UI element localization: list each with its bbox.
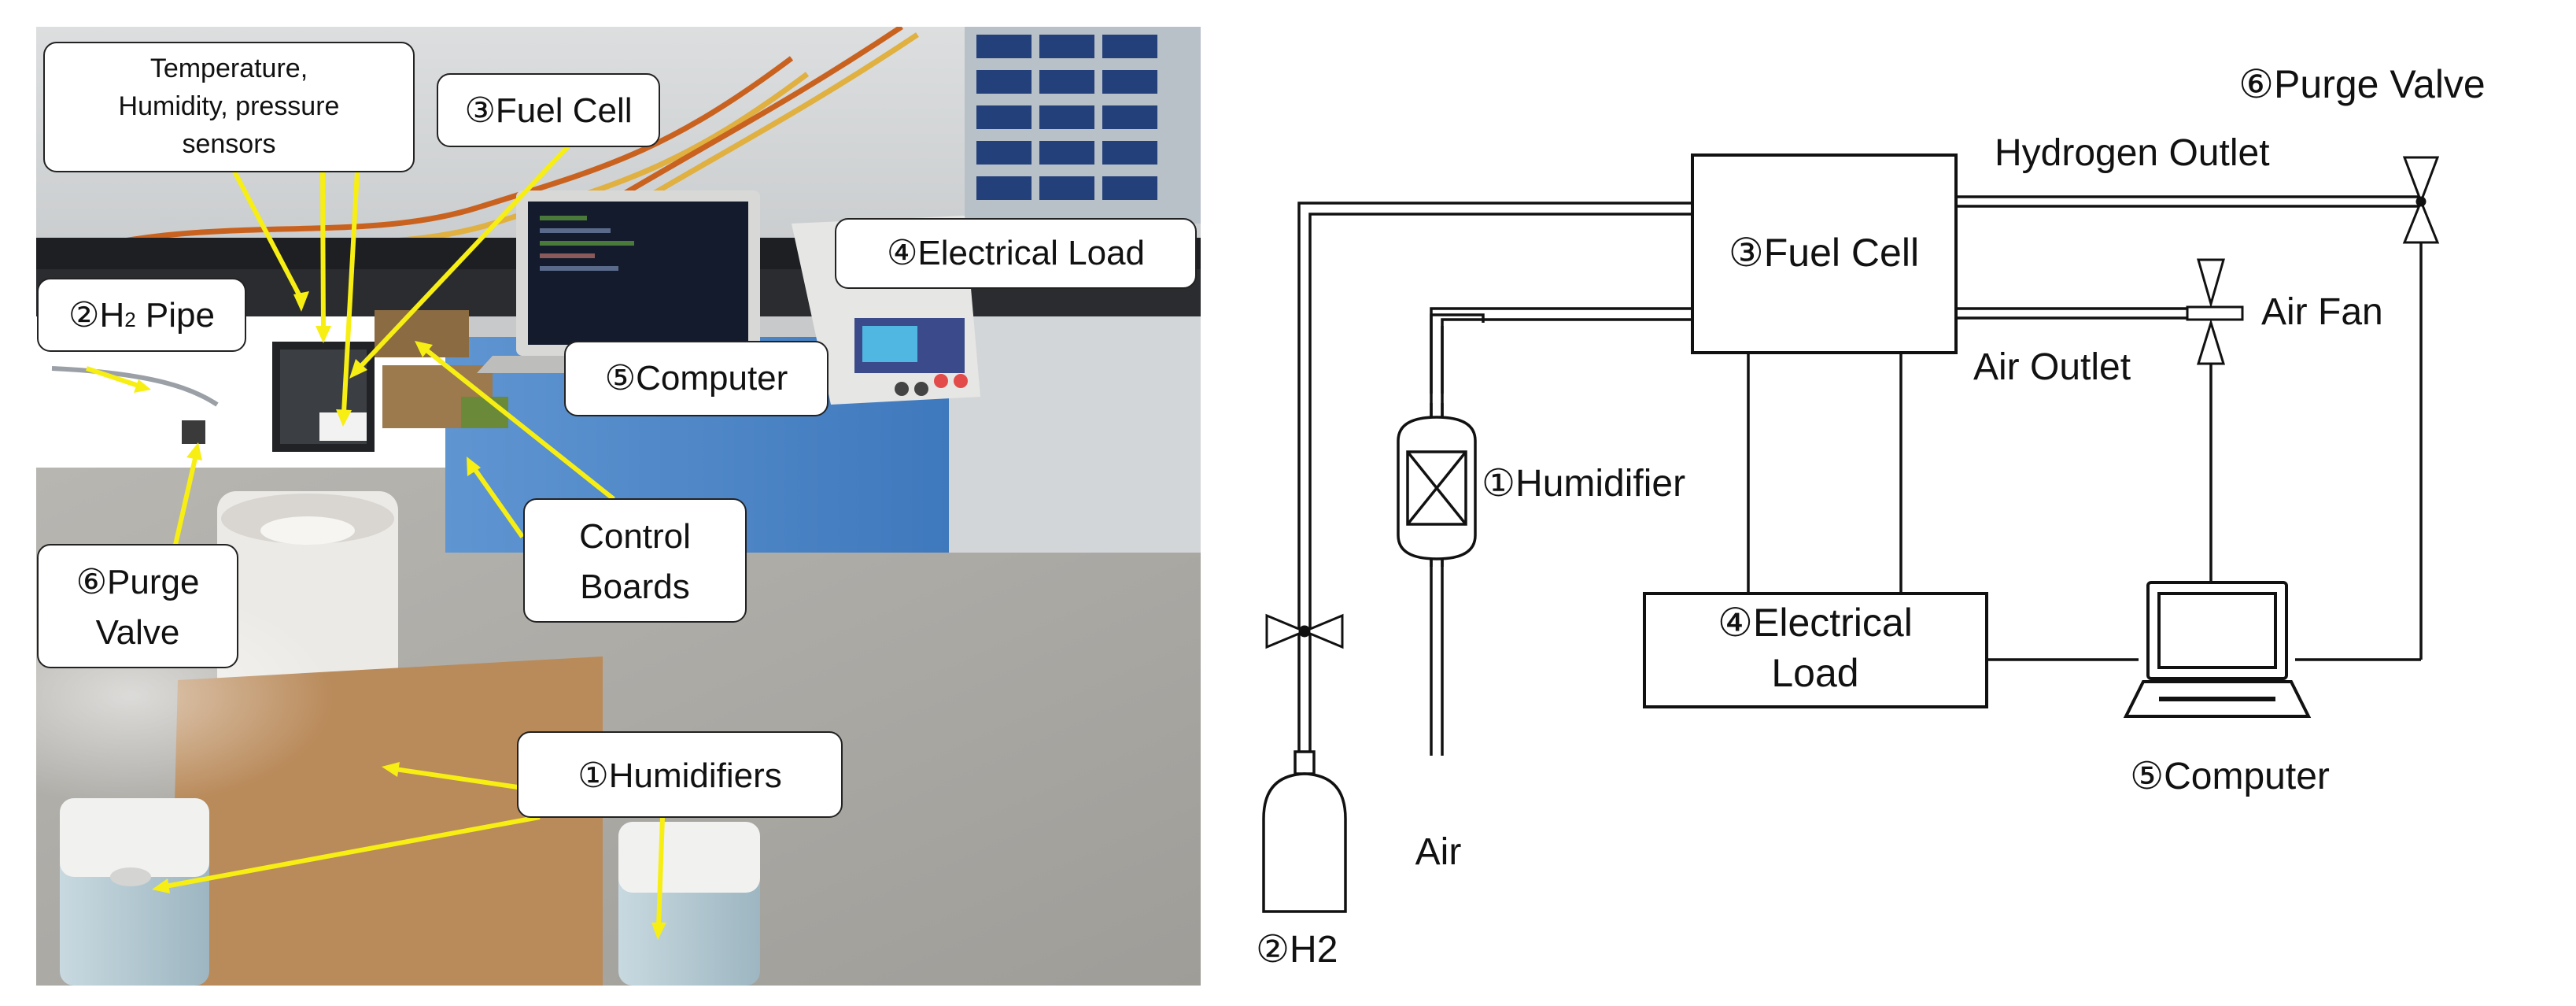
callout-fuel-cell-label: ③Fuel Cell: [464, 91, 632, 130]
callout-arrows: [86, 144, 666, 940]
fuel-cell-label: ③Fuel Cell: [1729, 231, 1919, 275]
fuel-cell-stack: [272, 342, 375, 452]
humidifier-symbol: [1397, 416, 1477, 560]
humidifier-small-right: [618, 822, 760, 986]
callout-control-boards-line2: Boards: [580, 568, 689, 606]
callout-control-boards: Control Boards: [523, 498, 747, 623]
inlet-valve-icon: [1265, 613, 1344, 649]
callout-purge-valve-line2: Valve: [96, 613, 180, 652]
air-fan-icon: [2186, 258, 2244, 365]
computer-label: ⑤Computer: [2130, 756, 2330, 797]
callout-computer-label: ⑤Computer: [605, 359, 788, 398]
storage-bins: [965, 27, 1201, 224]
air-outlet-line: [1956, 307, 2220, 320]
humidifier-pipes: [1430, 403, 1444, 567]
system-schematic: ③Fuel Cell ④Electrical Load ①Humidifier …: [1256, 62, 2486, 971]
callout-sensors-line2: Humidity, pressure: [119, 91, 340, 121]
callout-computer: ⑤Computer: [564, 341, 829, 416]
fuel-cell-box: [1691, 153, 1958, 354]
air-label: Air: [1415, 831, 1462, 873]
hydrogen-outlet-label: Hydrogen Outlet: [1995, 132, 2270, 174]
callout-humidifiers: ①Humidifiers: [517, 731, 843, 818]
callout-electrical-load: ④Electrical Load: [835, 218, 1197, 289]
humidifier-label: ①Humidifier: [1482, 463, 1685, 505]
callout-humidifiers-label: ①Humidifiers: [578, 756, 782, 795]
electrical-load-box: [1643, 592, 1988, 708]
callout-purge-valve-line1: ⑥Purge: [76, 563, 200, 601]
h2-pipe: [51, 366, 219, 444]
callout-h2-pipe: ②H2 Pipe: [37, 278, 246, 352]
callout-sensors-line1: Temperature,: [150, 54, 308, 83]
electrical-load-label-line1: ④Electrical: [1718, 601, 1913, 645]
signal-wiring: [1747, 220, 2423, 661]
callout-sensors-line3: sensors: [182, 129, 275, 159]
callout-h2-pipe-label: ②H2 Pipe: [68, 296, 215, 335]
air-outlet-label: Air Outlet: [1973, 346, 2131, 388]
humidifier-small-left: [60, 798, 209, 986]
purge-valve-label: ⑥Purge Valve: [2238, 62, 2486, 106]
air-fan-label: Air Fan: [2261, 291, 2383, 333]
callout-purge-valve: ⑥Purge Valve: [37, 544, 238, 668]
laptop: [477, 190, 807, 373]
hydrogen-outlet-line: [1956, 195, 2421, 208]
electrical-load-label-line2: Load: [1771, 651, 1858, 695]
h2-supply-line: [1297, 202, 1692, 752]
h2-cylinder-icon: [1262, 750, 1347, 913]
h2-label: ②H2: [1256, 929, 1338, 971]
purge-valve-icon: [2402, 156, 2440, 244]
callout-control-boards-line1: Control: [579, 517, 691, 556]
callout-electrical-load-label: ④Electrical Load: [887, 234, 1145, 272]
callout-fuel-cell: ③Fuel Cell: [437, 73, 660, 147]
setup-photo: Temperature, Humidity, pressure sensors …: [36, 27, 1201, 986]
computer-icon: [2123, 581, 2312, 718]
callout-sensors: Temperature, Humidity, pressure sensors: [43, 42, 415, 172]
